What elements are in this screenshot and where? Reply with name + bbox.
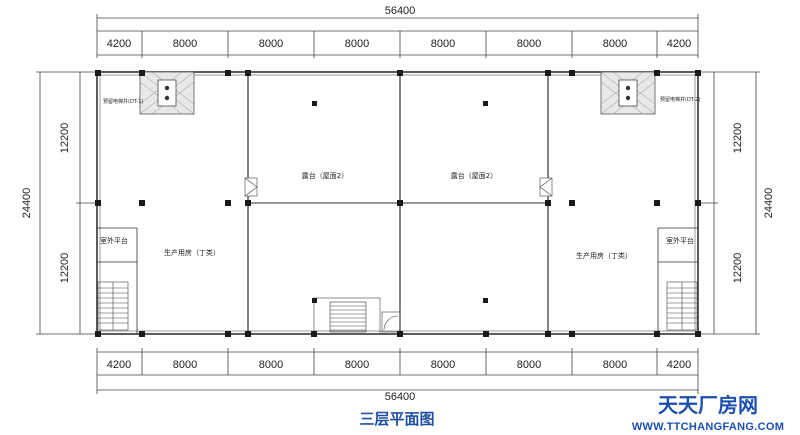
- elevator-shaft-right: [600, 71, 656, 115]
- bay-dim-bottom: 8000: [603, 359, 627, 371]
- bay-dim-top: 8000: [517, 38, 541, 50]
- half-depth-right-top: 12200: [732, 123, 744, 154]
- room-label-right-production: 生产用房（丁类）: [576, 251, 632, 260]
- half-depth-right-bottom: 12200: [732, 253, 744, 284]
- bay-dim-bottom: 4200: [107, 359, 131, 371]
- room-label-left-elevator: 预留电梯井(DT-1): [103, 98, 143, 105]
- half-depth-left-bottom: 12200: [59, 253, 71, 284]
- bay-dim-bottom: 8000: [345, 359, 369, 371]
- bay-dim-top: 4200: [667, 38, 691, 50]
- stair-center: [313, 297, 401, 335]
- bay-dim-bottom: 8000: [517, 359, 541, 371]
- site-logo: 天天厂房网 WWW.TTCHANGFANG.COM: [632, 393, 784, 433]
- room-label-right-terrace: 露台（屋面2）: [451, 171, 497, 180]
- bay-dim-bottom: 8000: [431, 359, 455, 371]
- room-label-left-production: 生产用房（丁类）: [164, 248, 220, 257]
- bay-dim-bottom: 4200: [667, 359, 691, 371]
- logo-url: WWW.TTCHANGFANG.COM: [632, 421, 784, 433]
- bay-dim-top: 8000: [603, 38, 627, 50]
- room-label-right-platform: 室外平台: [666, 236, 694, 245]
- bay-dim-top: 8000: [259, 38, 283, 50]
- half-depth-left-top: 12200: [59, 123, 71, 154]
- overall-width-bottom: 56400: [385, 391, 416, 403]
- right-dimension-chain: [698, 71, 760, 335]
- bottom-bay-labels: 4200 8000 8000 8000 8000 8000 8000 4200: [107, 359, 691, 371]
- stair-right: [666, 281, 698, 331]
- room-label-left-platform: 室外平台: [100, 236, 128, 245]
- door-right-wall: [539, 177, 553, 197]
- drawing-title: 三层平面图: [359, 410, 434, 428]
- door-left-wall: [244, 177, 258, 197]
- bay-dim-top: 8000: [431, 38, 455, 50]
- logo-chinese-name: 天天厂房网: [658, 393, 758, 417]
- left-dimension-chain: [36, 71, 97, 335]
- bay-dim-bottom: 8000: [259, 359, 283, 371]
- bay-dim-top: 8000: [345, 38, 369, 50]
- bay-dim-top: 8000: [173, 38, 197, 50]
- bottom-dimension-chain: [96, 348, 699, 394]
- elevator-shaft-left: [139, 71, 195, 115]
- structural-columns: [95, 70, 701, 337]
- overall-width-top: 56400: [385, 5, 416, 17]
- bay-dim-top: 4200: [107, 38, 131, 50]
- room-label-left-terrace: 露台（屋面2）: [302, 171, 348, 180]
- top-dimension-chain: [96, 14, 699, 58]
- overall-depth-right: 24400: [763, 188, 775, 219]
- room-label-right-elevator: 预留电梯井(DT-2): [660, 96, 700, 103]
- stair-left: [97, 281, 129, 331]
- top-bay-labels: 4200 8000 8000 8000 8000 8000 8000 4200: [107, 38, 691, 50]
- overall-depth-left: 24400: [21, 188, 33, 219]
- bay-dim-bottom: 8000: [173, 359, 197, 371]
